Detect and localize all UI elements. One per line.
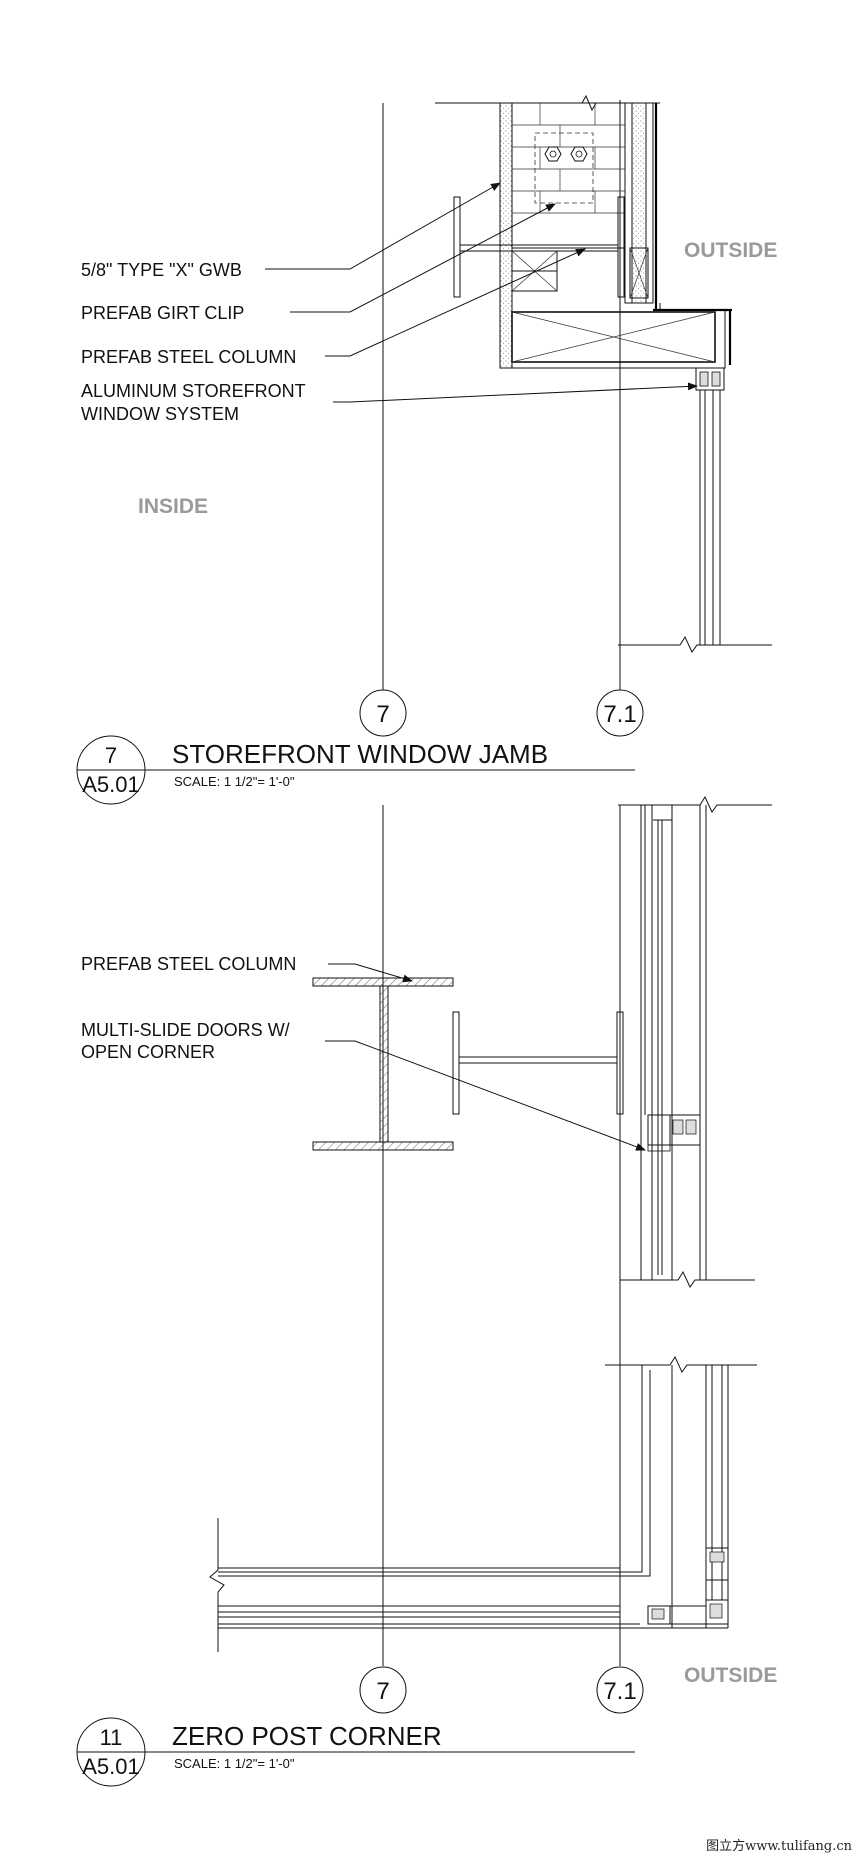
- grid-bubble-7: [359, 1666, 407, 1714]
- detail-title: ZERO POST CORNER: [172, 1721, 442, 1751]
- wall-courses: [512, 103, 625, 214]
- door-frame-vertical: [619, 805, 707, 1280]
- wall-assembly: [499, 102, 658, 369]
- zone-label-outside: OUTSIDE: [684, 1664, 777, 1687]
- grid-bubble-7: [359, 689, 407, 737]
- storefront-mullion: [695, 367, 725, 645]
- detail-scale: SCALE: 1 1/2"= 1'-0": [174, 1756, 295, 1771]
- detail-number: 11: [100, 1725, 123, 1750]
- sheathing-layer: [624, 102, 633, 304]
- grid-bubble-7-label: 7: [376, 701, 389, 728]
- callout-storefront-line1: ALUMINUM STOREFRONT: [81, 381, 306, 401]
- callout-storefront-line2: WINDOW SYSTEM: [81, 404, 239, 424]
- grid-bubble-7-label: 7: [376, 1678, 389, 1705]
- callout-multi-slide-line2: OPEN CORNER: [81, 1042, 215, 1062]
- callout-multi-slide-line1: MULTI-SLIDE DOORS W/: [81, 1020, 290, 1040]
- cladding-layer: [645, 102, 654, 304]
- detail-sheet: A5.01: [82, 1754, 140, 1779]
- zone-label-inside: INSIDE: [138, 495, 208, 518]
- leader-lines: [325, 963, 646, 1151]
- leader-lines: [265, 182, 698, 403]
- break-line-corner-top: [605, 1355, 757, 1373]
- grid-bubble-7-1-label: 7.1: [603, 1678, 636, 1705]
- callout-steel-column: PREFAB STEEL COLUMN: [81, 954, 296, 974]
- storefront-jamb-detail: 5/8" TYPE "X" GWB PREFAB GIRT CLIP PREFA…: [76, 94, 777, 805]
- break-line-lower: [620, 1270, 755, 1288]
- callout-gwb: 5/8" TYPE "X" GWB: [81, 260, 242, 280]
- callout-girt-clip: PREFAB GIRT CLIP: [81, 303, 244, 323]
- window-header: [499, 303, 732, 369]
- break-line-upper: [618, 795, 772, 813]
- grid-bubble-7-1-label: 7.1: [603, 701, 636, 728]
- steel-column-plates: [452, 1011, 624, 1115]
- grid-bubble-7-1: [596, 1666, 644, 1714]
- door-interlock: [647, 1114, 701, 1152]
- clip-plate-dashed: [534, 132, 594, 204]
- prefab-steel-column-section: [312, 977, 454, 1151]
- watermark: 图立方www.tulifang.cn: [706, 1838, 853, 1854]
- corner-interlock: [647, 1547, 729, 1625]
- girt-clip-blocking: [511, 247, 649, 299]
- corner-door-frame: [218, 1365, 729, 1629]
- detail-number: 7: [105, 743, 117, 768]
- detail-title: STOREFRONT WINDOW JAMB: [172, 739, 548, 769]
- gwb-layer: [499, 102, 513, 369]
- grid-bubble-7-1: [596, 689, 644, 737]
- detail-scale: SCALE: 1 1/2"= 1'-0": [174, 774, 295, 789]
- zone-label-outside: OUTSIDE: [684, 239, 777, 262]
- bolt-pair: [544, 146, 588, 162]
- break-line-bottom: [618, 635, 772, 653]
- callout-steel-column: PREFAB STEEL COLUMN: [81, 347, 296, 367]
- break-line-corner-left: [209, 1518, 225, 1652]
- detail-sheet: A5.01: [82, 772, 140, 797]
- zero-post-corner-detail: PREFAB STEEL COLUMN MULTI-SLIDE DOORS W/…: [76, 795, 777, 1787]
